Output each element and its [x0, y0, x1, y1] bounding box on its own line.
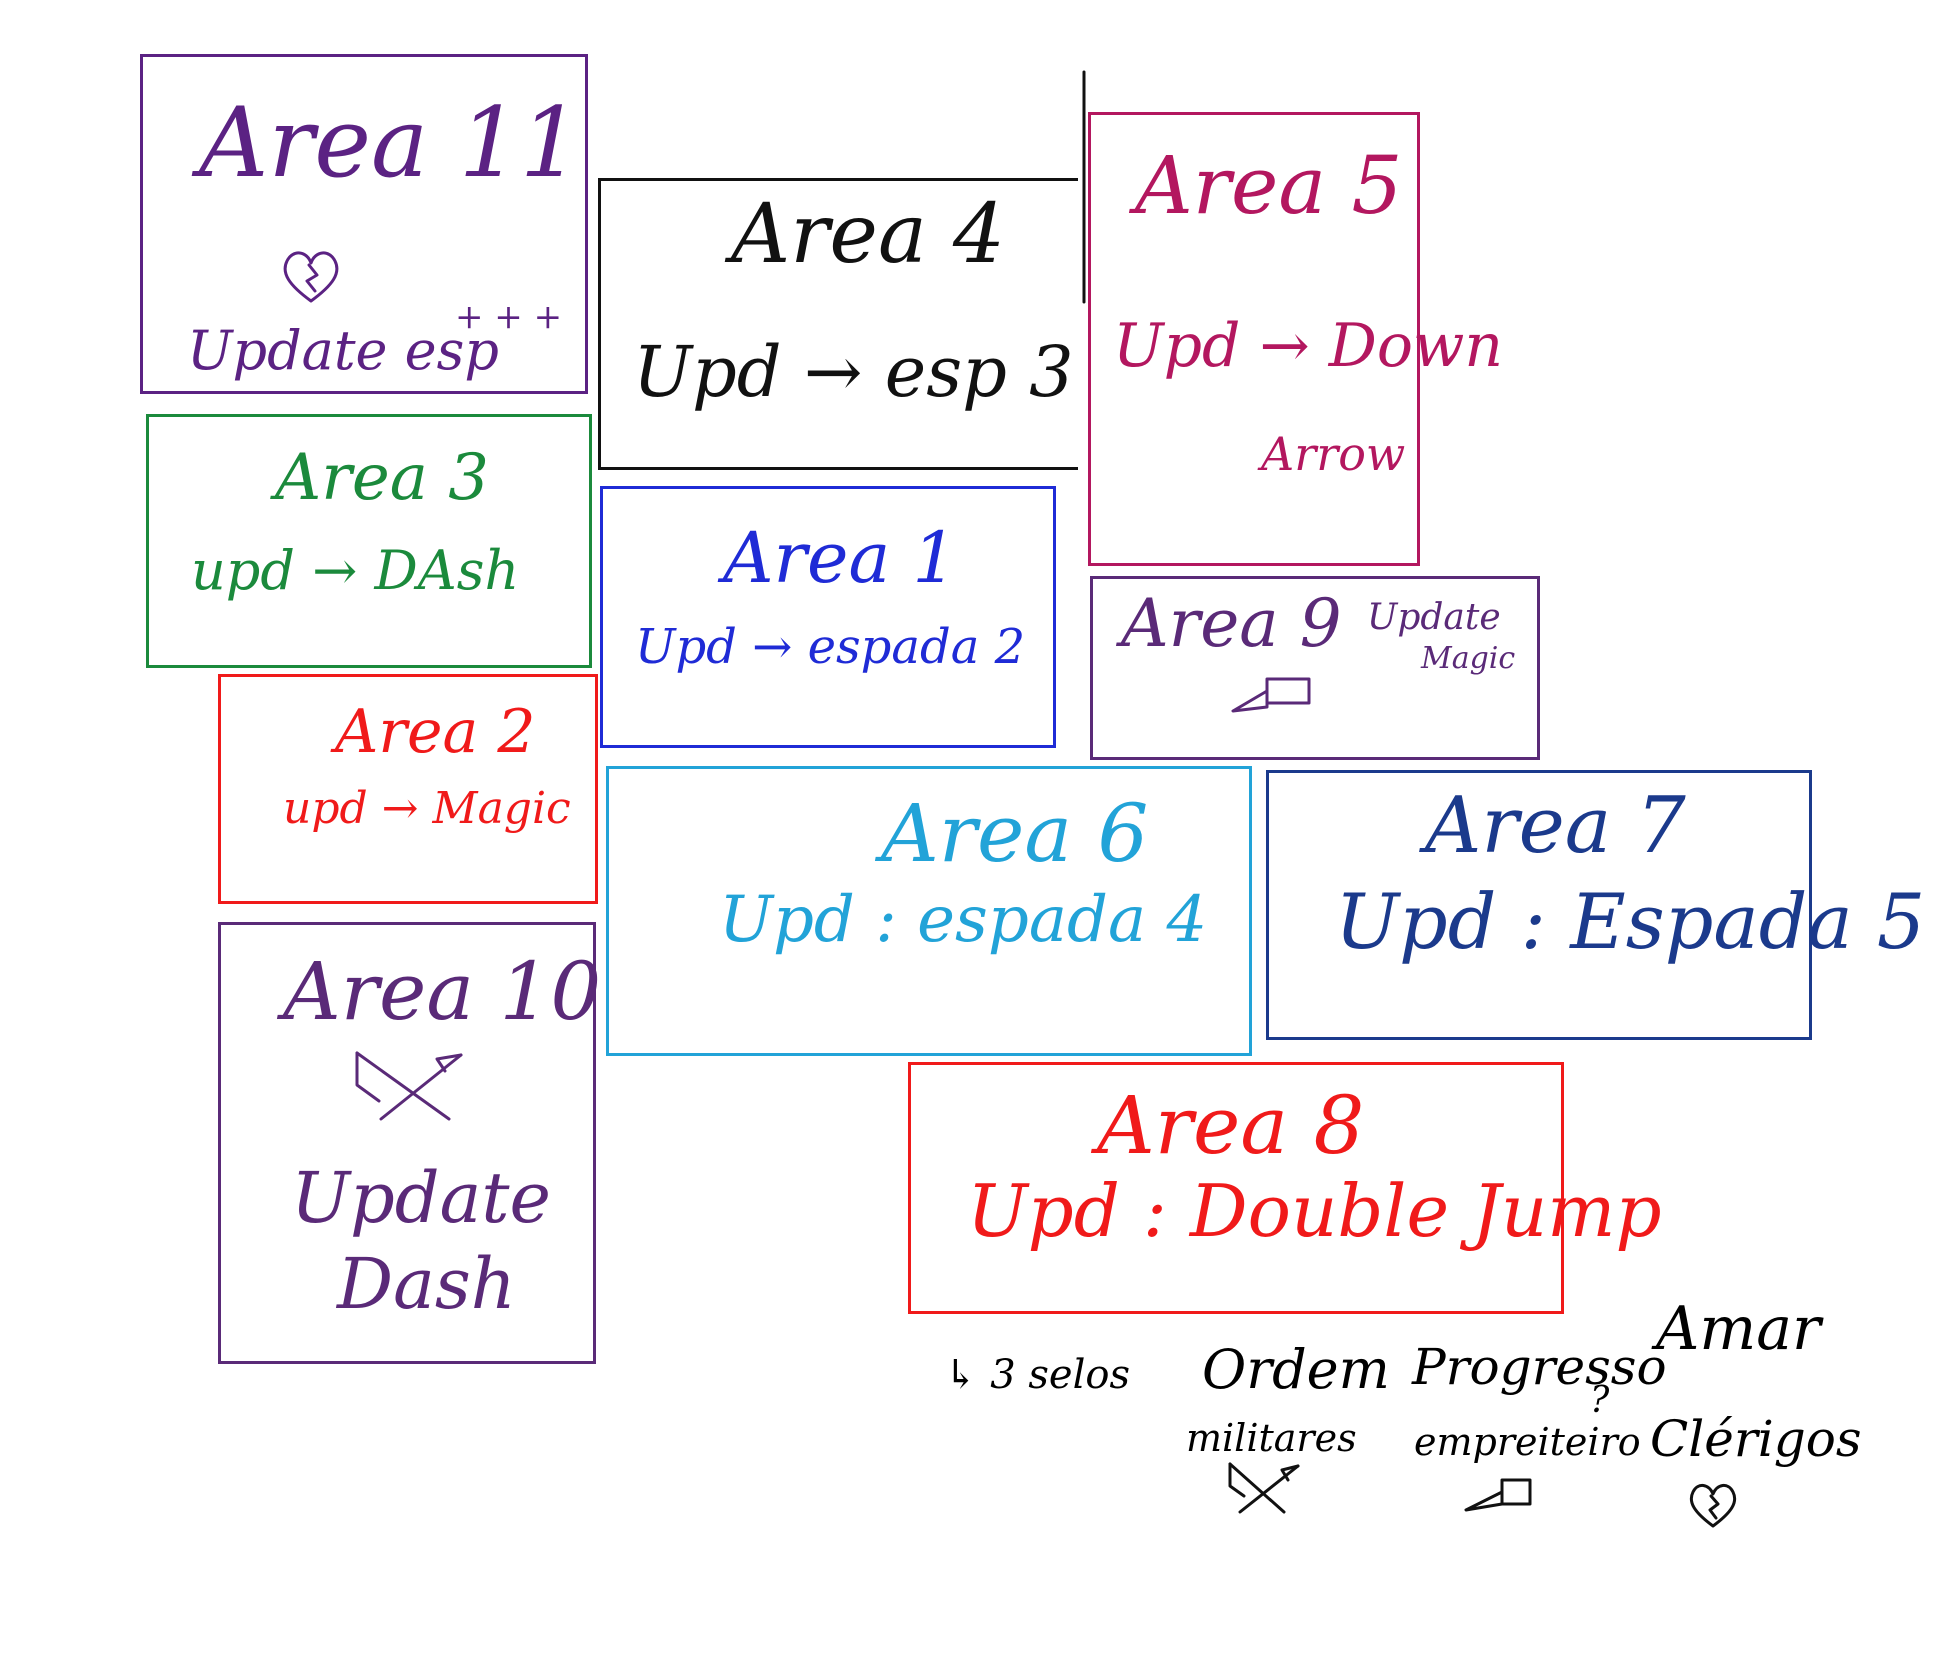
area-2-update: upd → Magic: [283, 783, 571, 834]
note-question-mark: ?: [1590, 1380, 1610, 1421]
note-progresso: Progresso: [1412, 1338, 1667, 1396]
area-8-title: Area 8: [1097, 1079, 1365, 1172]
area-6-box: Area 6 Upd : espada 4: [606, 766, 1252, 1056]
area-4-title: Area 4: [731, 187, 1006, 282]
heart-icon: [1689, 1484, 1737, 1528]
heart-icon: [283, 251, 339, 303]
area-7-box: Area 7 Upd : Espada 5: [1266, 770, 1925, 1040]
area-6-update: Upd : espada 4: [719, 883, 1208, 957]
scroll-icon: [1231, 677, 1311, 713]
note-militares: militares: [1186, 1416, 1357, 1460]
scroll-icon: [1464, 1478, 1532, 1512]
crossed-swords-icon: [355, 1051, 463, 1121]
area-5-title: Area 5: [1135, 139, 1403, 232]
area-8-update: Upd : Double Jump: [967, 1169, 1662, 1253]
area-5-update: Upd → Down: [1113, 311, 1504, 381]
area-10-box: Area 10 Update Dash: [218, 922, 601, 1364]
area-5-update-line-2: Arrow: [1261, 427, 1406, 481]
area-2-box: Area 2 upd → Magic: [218, 674, 598, 904]
area-3-box: Area 3 upd → DAsh: [146, 414, 592, 668]
area-4-box: Area 4 Upd → esp 3: [598, 178, 1078, 470]
note-clerigos: Clérigos: [1650, 1410, 1862, 1468]
area-7-update: Upd : Espada 5: [1335, 877, 1926, 966]
area-9-update: Update: [1367, 597, 1501, 638]
area-2-title: Area 2: [335, 697, 536, 767]
area-10-update-line-2: Dash: [337, 1243, 516, 1325]
area-6-title: Area 6: [881, 787, 1149, 880]
area-11-plus-marks: + + +: [455, 297, 563, 337]
area-10-title: Area 10: [283, 945, 602, 1038]
area-7-title: Area 7: [1425, 781, 1686, 871]
note-ordem: Ordem: [1202, 1338, 1390, 1401]
area-1-title: Area 1: [723, 517, 957, 599]
area-1-box: Area 1 Upd → espada 2: [600, 486, 1056, 748]
area-11-update: Update esp: [187, 319, 499, 382]
crossed-swords-icon: [1228, 1462, 1300, 1514]
note-empreiteiro: empreiteiro: [1414, 1420, 1641, 1464]
area-8-box: Area 8 Upd : Double Jump: [908, 1062, 1662, 1314]
area-1-update: Upd → espada 2: [635, 619, 1026, 675]
area-11-box: Area 11 Update esp + + +: [140, 54, 588, 394]
area-9-update-line-2: Magic: [1421, 641, 1516, 676]
area-9-title: Area 9: [1121, 585, 1342, 662]
area-3-update: upd → DAsh: [191, 539, 520, 602]
note-3-selos: ↳ 3 selos: [944, 1352, 1130, 1398]
area-9-box: Area 9 Update Magic: [1090, 576, 1540, 760]
area-5-box: Area 5 Upd → Down Arrow: [1088, 112, 1503, 566]
area-4-right-stroke: [1082, 70, 1086, 304]
area-4-update: Upd → esp 3: [633, 331, 1074, 413]
area-11-title: Area 11: [199, 87, 581, 199]
note-amar: Amar: [1656, 1294, 1821, 1364]
area-3-title: Area 3: [275, 441, 489, 515]
area-10-update: Update: [291, 1157, 551, 1239]
